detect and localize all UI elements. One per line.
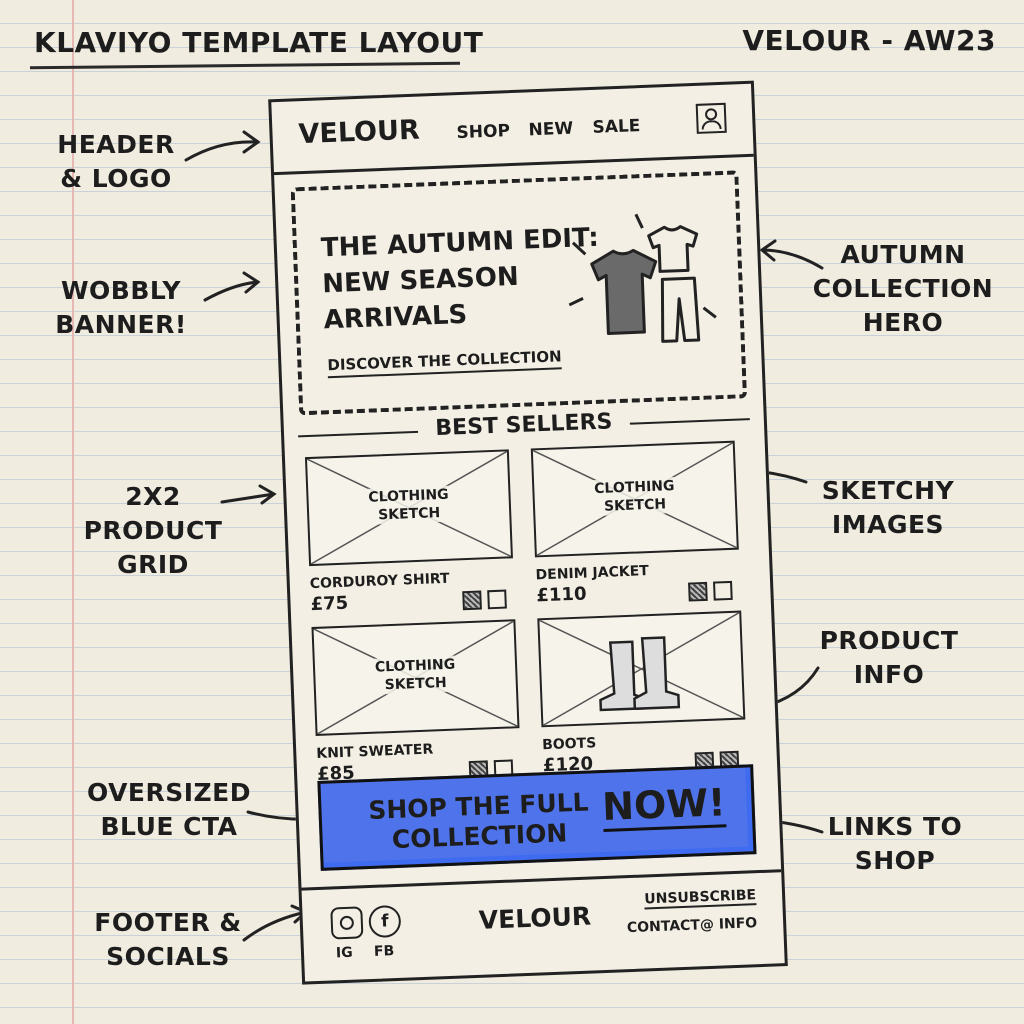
annotation-cta: OVERSIZED BLUE CTA	[86, 778, 252, 841]
document-title: KLAVIYO TEMPLATE LAYOUT	[34, 26, 484, 59]
unsubscribe-link[interactable]: UNSUBSCRIBE	[644, 887, 757, 910]
annotation-links: LINKS TO SHOP	[827, 812, 963, 875]
facebook-label: FB	[373, 943, 395, 960]
title-underline	[29, 61, 461, 70]
arrow-header	[184, 130, 261, 162]
product-card[interactable]: CLOTHING SKETCH KNIT SWEATER £85	[311, 619, 520, 785]
product-card[interactable]: CLOTHING SKETCH DENIM JACKET £110	[530, 440, 739, 606]
product-card[interactable]: CLOTHING SKETCH CORDUROY SHIRT £75	[304, 449, 513, 615]
annotation-banner: WOBBLY BANNER!	[55, 276, 187, 339]
image-label: CLOTHING SKETCH	[579, 476, 691, 517]
color-swatches	[462, 589, 507, 611]
annotation-hero: AUTUMN COLLECTION HERO	[812, 240, 994, 337]
clothing-sketch-icon	[568, 213, 717, 343]
annotation-header: HEADER & LOGO	[57, 130, 175, 193]
account-icon[interactable]	[695, 102, 727, 134]
product-image[interactable]	[537, 610, 746, 728]
contact-link[interactable]: CONTACT@ INFO	[626, 915, 758, 937]
instagram-icon[interactable]	[330, 906, 364, 940]
nav-sale[interactable]: SALE	[592, 116, 641, 138]
annotation-grid: 2x2 PRODUCT GRID	[83, 482, 223, 579]
swatch-dark[interactable]	[462, 590, 482, 611]
arrow-banner	[203, 271, 261, 302]
swatch-light[interactable]	[487, 589, 507, 610]
arrow-grid	[220, 484, 277, 505]
product-image[interactable]: CLOTHING SKETCH	[311, 619, 520, 736]
product-card[interactable]: BOOTS £120	[537, 610, 746, 776]
nav-new[interactable]: NEW	[528, 118, 574, 141]
email-header: VELOUR SHOP NEW SALE	[271, 83, 754, 176]
annotation-info: PRODUCT INFO	[819, 626, 959, 689]
boots-icon	[539, 612, 744, 726]
arrow-footer	[242, 904, 309, 942]
nav-shop[interactable]: SHOP	[456, 121, 511, 144]
document-subtitle: VELOUR - AW23	[742, 24, 996, 57]
hero-link[interactable]: DISCOVER THE COLLECTION	[327, 347, 563, 379]
swatch-dark[interactable]	[688, 581, 708, 602]
shop-collection-cta-button[interactable]: SHOP THE FULL COLLECTION NOW!	[317, 764, 757, 871]
annotation-images: SKETCHY IMAGES	[821, 476, 955, 539]
swatch-light[interactable]	[713, 580, 733, 601]
annotation-footer: FOOTER & SOCIALS	[94, 908, 242, 971]
hero-banner: THE AUTUMN EDIT: NEW SEASON ARRIVALS DIS…	[290, 170, 748, 416]
instagram-label: IG	[335, 944, 354, 962]
header-logo[interactable]: VELOUR	[297, 114, 421, 151]
cta-emphasis: NOW!	[601, 780, 727, 833]
product-grid: CLOTHING SKETCH CORDUROY SHIRT £75 CLOTH…	[304, 440, 746, 785]
image-label: CLOTHING SKETCH	[359, 655, 472, 696]
image-label: CLOTHING SKETCH	[353, 485, 465, 526]
paper-margin-line	[72, 0, 74, 1024]
color-swatches	[688, 580, 733, 602]
email-template: VELOUR SHOP NEW SALE THE AUTUMN EDIT: NE…	[268, 80, 788, 985]
product-image[interactable]: CLOTHING SKETCH	[304, 449, 513, 567]
footer-logo: VELOUR	[478, 901, 592, 935]
email-footer: f IG FB VELOUR UNSUBSCRIBE CONTACT@ INFO	[301, 869, 785, 985]
product-image[interactable]: CLOTHING SKETCH	[530, 440, 739, 558]
cta-text: SHOP THE FULL COLLECTION	[367, 787, 590, 855]
facebook-icon[interactable]: f	[368, 904, 402, 939]
